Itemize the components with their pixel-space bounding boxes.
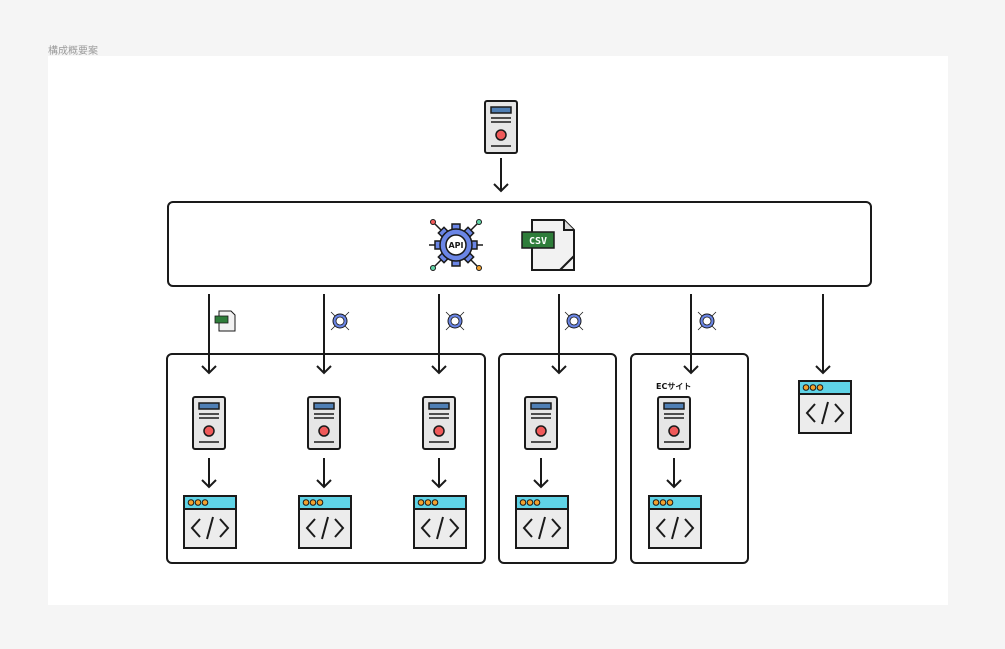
ec-site-label: ECサイト: [656, 382, 692, 391]
csv-file-icon: CSV: [521, 219, 575, 271]
code-window-icon: [515, 495, 569, 549]
api-small-icon: [697, 311, 717, 331]
arrow-hub-to-site-4: [551, 294, 567, 375]
frame-title: 構成概要案: [48, 46, 98, 57]
ec-server-icon: [657, 396, 691, 450]
csv-file-label: CSV: [529, 236, 547, 247]
group-box-1: [166, 353, 486, 564]
arrow-server-to-web: [666, 458, 682, 489]
server-icon: [422, 396, 456, 450]
arrow-server-to-web: [431, 458, 447, 489]
code-window-icon: [298, 495, 352, 549]
server-icon: [524, 396, 558, 450]
server-icon: [307, 396, 341, 450]
arrow-hub-to-web: [815, 294, 831, 375]
api-small-icon: [564, 311, 584, 331]
api-small-icon: [445, 311, 465, 331]
arrow-hub-to-site-2: [316, 294, 332, 375]
group-box-ec: [630, 353, 749, 564]
arrow-hub-to-ec-site: [683, 294, 699, 375]
api-gear-icon: API: [429, 219, 483, 271]
code-window-icon: [413, 495, 467, 549]
arrow-server-to-web: [201, 458, 217, 489]
hub-box: [167, 201, 872, 287]
csv-small-icon: [214, 310, 236, 332]
server-icon: [192, 396, 226, 450]
source-server-icon: [484, 100, 518, 154]
api-gear-label: API: [448, 241, 463, 250]
code-window-icon: [648, 495, 702, 549]
arrow-source-to-hub: [493, 158, 509, 193]
arrow-hub-to-site-1: [201, 294, 217, 375]
api-small-icon: [330, 311, 350, 331]
arrow-server-to-web: [316, 458, 332, 489]
group-box-2: [498, 353, 617, 564]
code-window-icon: [183, 495, 237, 549]
arrow-hub-to-site-3: [431, 294, 447, 375]
standalone-code-window-icon: [798, 380, 852, 434]
arrow-server-to-web: [533, 458, 549, 489]
